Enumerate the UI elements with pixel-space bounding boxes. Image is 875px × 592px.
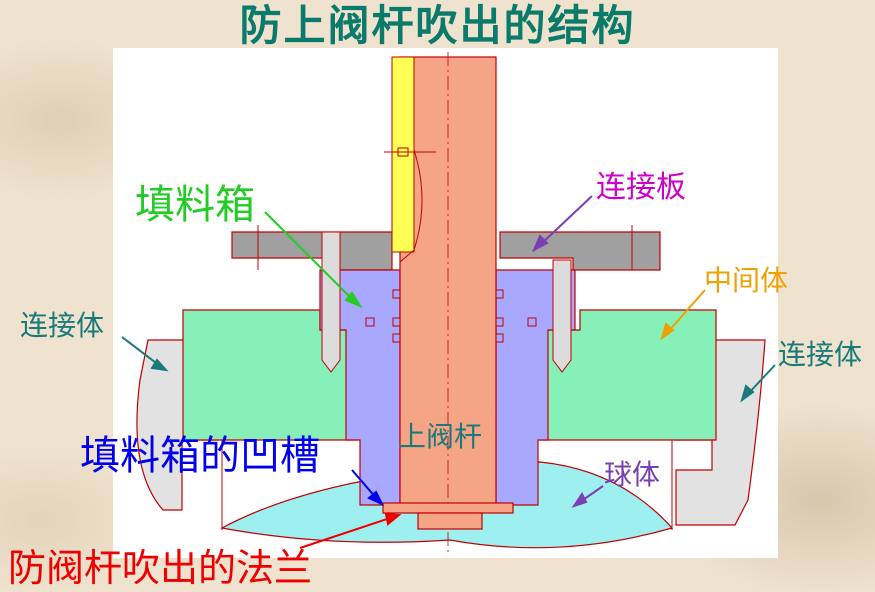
arrow-flange xyxy=(299,516,394,549)
pin xyxy=(384,147,436,157)
arrow-stuffing-box xyxy=(264,211,356,303)
label-stuffing-box-groove: 填料箱的凹槽 xyxy=(80,433,320,479)
stem-key-line xyxy=(399,149,423,263)
bolt-left xyxy=(321,231,341,373)
label-middle-body: 中间体 xyxy=(704,264,789,297)
stem-key xyxy=(391,56,415,253)
page-title: 防上阀杆吹出的结构 xyxy=(239,1,636,50)
pointer-arrows xyxy=(121,195,776,549)
label-anti-blowout-flange: 防阀杆吹出的法兰 xyxy=(8,546,313,590)
bolt-right xyxy=(552,259,572,373)
label-connecting-body-left: 连接体 xyxy=(20,309,105,342)
label-stuffing-box: 填料箱 xyxy=(135,182,255,228)
anti-blowout-flange xyxy=(382,502,514,514)
connecting-plate-right xyxy=(499,231,661,271)
label-connecting-plate: 连接板 xyxy=(596,170,686,205)
arrow-middle-body xyxy=(666,289,706,334)
label-ball: 球体 xyxy=(604,458,661,491)
stem-bottom xyxy=(417,512,483,530)
arrow-connecting-plate xyxy=(539,195,593,246)
label-upper-stem: 上阀杆 xyxy=(398,420,483,453)
arrow-connecting-body-left xyxy=(121,336,161,367)
connecting-plate xyxy=(231,231,393,271)
label-connecting-body-right: 连接体 xyxy=(778,338,863,371)
